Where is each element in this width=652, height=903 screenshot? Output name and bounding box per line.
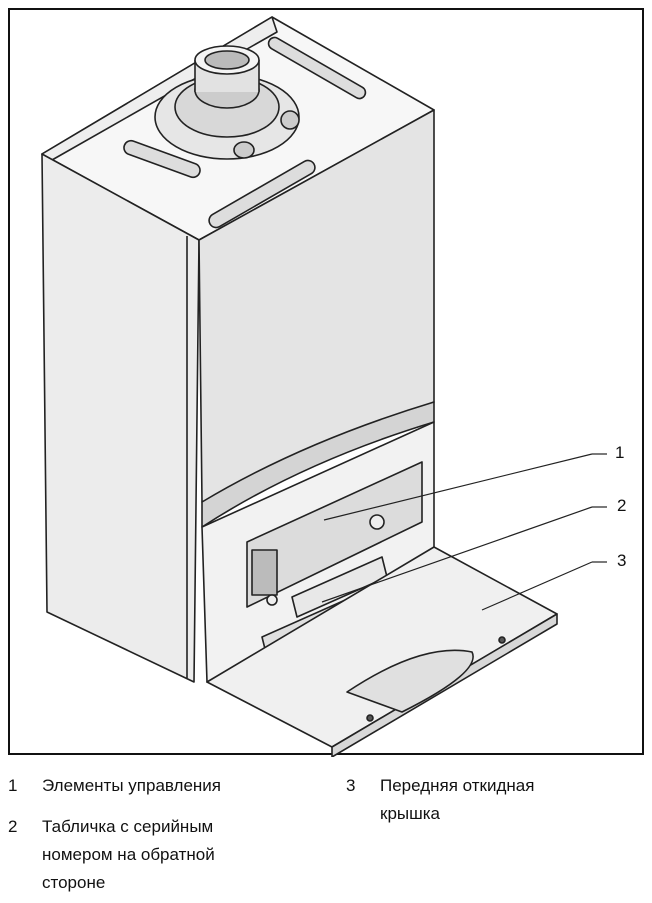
legend-number: 2 bbox=[8, 817, 18, 836]
legend-number: 1 bbox=[8, 776, 18, 795]
callout-line-3 bbox=[481, 561, 593, 611]
legend-text: стороне bbox=[42, 873, 106, 892]
boiler-left-side bbox=[41, 153, 200, 683]
control-panel bbox=[246, 461, 423, 608]
boiler-drawing bbox=[41, 16, 607, 757]
callout-line-2 bbox=[321, 506, 593, 603]
legend-text: номером на обратной bbox=[42, 845, 215, 864]
legend-text: Передняя откидная bbox=[380, 776, 535, 795]
legend-text: Элементы управления bbox=[42, 776, 222, 795]
callout-label-1: 1 bbox=[615, 443, 625, 462]
boiler-illustration-frame: 1 2 3 bbox=[8, 8, 644, 757]
legend-number: 3 bbox=[346, 776, 356, 795]
legend-text: крышка bbox=[380, 804, 441, 823]
callout-label-2: 2 bbox=[617, 496, 627, 515]
legend-text: Табличка с серийным bbox=[42, 817, 214, 836]
callout-line-1 bbox=[323, 453, 593, 521]
callout-label-3: 3 bbox=[617, 551, 627, 570]
